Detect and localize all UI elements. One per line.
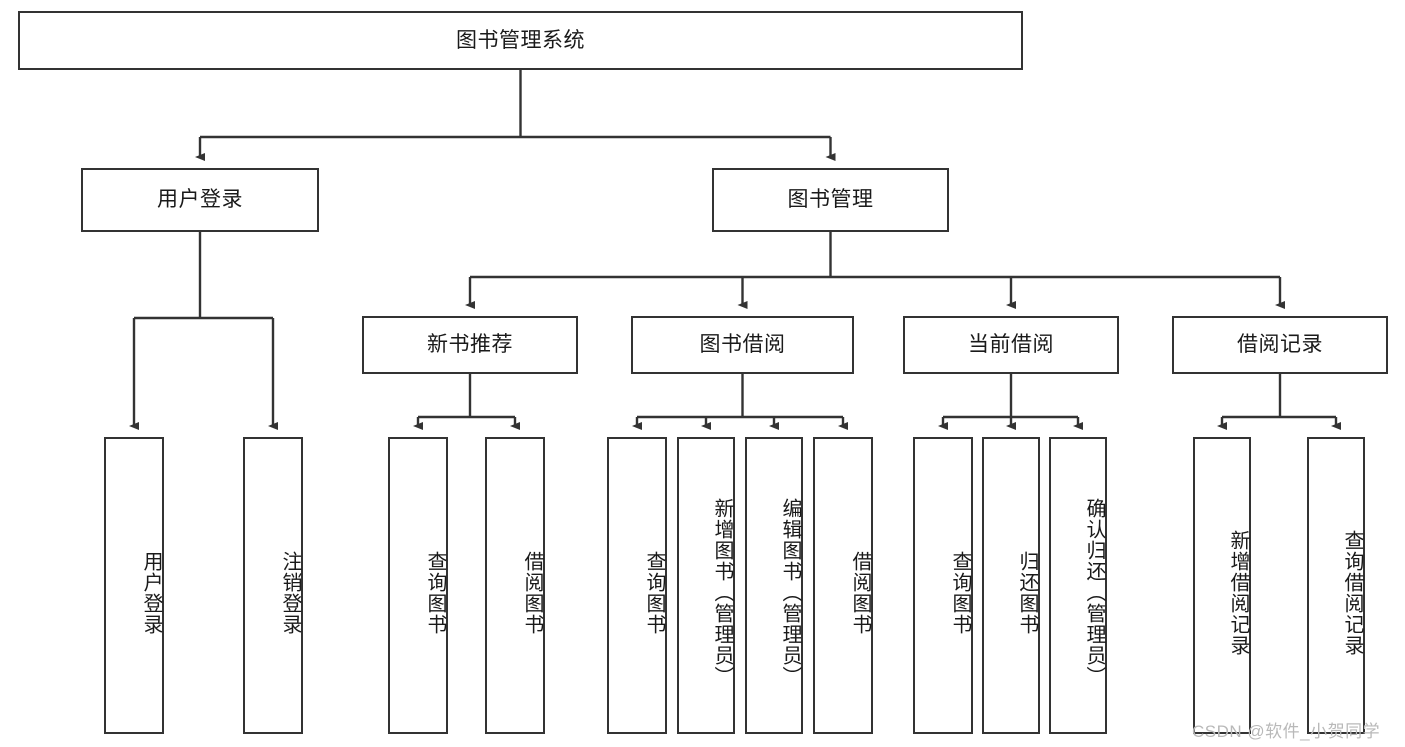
node-label: 用户登录: [140, 550, 162, 635]
node-root[interactable]: 图书管理系统: [18, 11, 1023, 70]
node-label: 借阅记录: [1237, 333, 1323, 357]
node-borrow-record[interactable]: 借阅记录: [1172, 316, 1388, 374]
node-current-borrow[interactable]: 当前借阅: [903, 316, 1119, 374]
node-label: 查询图书: [424, 550, 446, 635]
node-leaf-query-book-2[interactable]: 查询图书: [607, 437, 667, 734]
node-label: 新增图书（管理员）: [711, 498, 733, 687]
node-label: 查询借阅记录: [1341, 529, 1363, 656]
node-leaf-add-record[interactable]: 新增借阅记录: [1193, 437, 1251, 734]
node-label: 图书管理: [787, 188, 874, 212]
node-book-manage[interactable]: 图书管理: [712, 168, 949, 232]
node-leaf-confirm-return[interactable]: 确认归还（管理员）: [1049, 437, 1107, 734]
node-label: 新增借阅记录: [1227, 529, 1249, 656]
node-label: 查询图书: [643, 550, 665, 635]
node-leaf-query-book-3[interactable]: 查询图书: [913, 437, 973, 734]
node-leaf-query-book-1[interactable]: 查询图书: [388, 437, 448, 734]
node-label: 借阅图书: [521, 550, 543, 635]
node-leaf-return-book[interactable]: 归还图书: [982, 437, 1040, 734]
node-leaf-edit-book[interactable]: 编辑图书（管理员）: [745, 437, 803, 734]
node-book-borrow[interactable]: 图书借阅: [631, 316, 854, 374]
node-label: 查询图书: [949, 550, 971, 635]
node-label: 确认归还（管理员）: [1083, 498, 1105, 687]
node-leaf-add-book[interactable]: 新增图书（管理员）: [677, 437, 735, 734]
node-label: 注销登录: [279, 550, 301, 635]
node-leaf-borrow-book-2[interactable]: 借阅图书: [813, 437, 873, 734]
node-leaf-borrow-book-1[interactable]: 借阅图书: [485, 437, 545, 734]
node-label: 图书管理系统: [456, 28, 585, 52]
node-label: 当前借阅: [968, 333, 1054, 357]
node-label: 借阅图书: [849, 550, 871, 635]
node-label: 图书借阅: [699, 333, 786, 357]
node-leaf-user-login[interactable]: 用户登录: [104, 437, 164, 734]
node-label: 新书推荐: [427, 333, 513, 357]
node-label: 归还图书: [1016, 550, 1038, 635]
node-label: 编辑图书（管理员）: [779, 498, 801, 687]
node-new-book-rec[interactable]: 新书推荐: [362, 316, 578, 374]
node-label: 用户登录: [157, 188, 243, 212]
node-leaf-logout[interactable]: 注销登录: [243, 437, 303, 734]
node-leaf-query-record[interactable]: 查询借阅记录: [1307, 437, 1365, 734]
node-user-login[interactable]: 用户登录: [81, 168, 319, 232]
